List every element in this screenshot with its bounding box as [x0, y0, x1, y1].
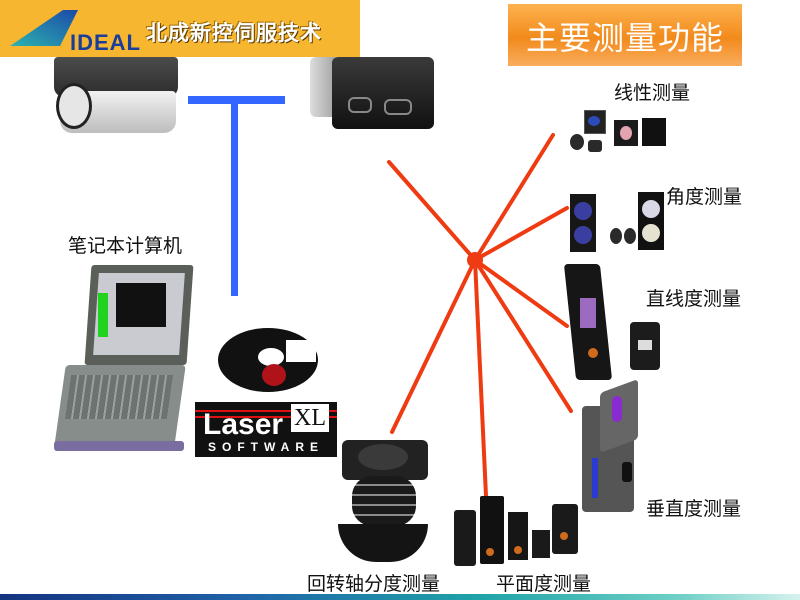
rotary-indexer-icon: [338, 440, 430, 566]
function-label-rotary: 回转轴分度测量: [307, 573, 441, 595]
laser-xl-logo: Laser XL SOFTWARE: [195, 402, 337, 457]
angular-optics-icon: [568, 192, 668, 254]
laser-xl-sub: SOFTWARE: [208, 440, 324, 454]
connector-horizontal: [188, 96, 285, 104]
straightness-optics-icon: [563, 262, 676, 384]
footer-gradient-bar: [0, 594, 800, 600]
connector-vertical: [231, 104, 238, 296]
laser-head-device: [50, 57, 180, 137]
function-label-linear: 线性测量: [614, 82, 691, 104]
header-banner: IDEAL 北成新控伺服技术: [0, 0, 360, 57]
function-label-flatness: 平面度测量: [496, 573, 592, 595]
laser-xl-main: Laser: [203, 408, 284, 441]
hub-node-icon: [467, 252, 483, 268]
function-label-straightness: 直线度测量: [646, 288, 742, 310]
compensation-unit-device: [300, 57, 440, 147]
laser-xl-suffix: XL: [291, 404, 329, 432]
linear-optics-icon: [568, 108, 668, 162]
laptop-icon: [50, 265, 194, 455]
logo-text: IDEAL: [70, 30, 141, 55]
function-label-squareness: 垂直度测量: [646, 498, 742, 520]
squareness-optics-icon: [580, 379, 640, 516]
function-label-angular: 角度测量: [666, 186, 743, 208]
ideal-logo-icon: [10, 10, 78, 46]
company-name: 北成新控伺服技术: [146, 21, 322, 45]
section-title: 主要测量功能: [508, 4, 742, 66]
software-cd-icon: [218, 328, 318, 392]
section-title-text: 主要测量功能: [525, 19, 724, 57]
flatness-mirrors-icon: [452, 496, 582, 568]
laptop-label: 笔记本计算机: [68, 235, 183, 257]
